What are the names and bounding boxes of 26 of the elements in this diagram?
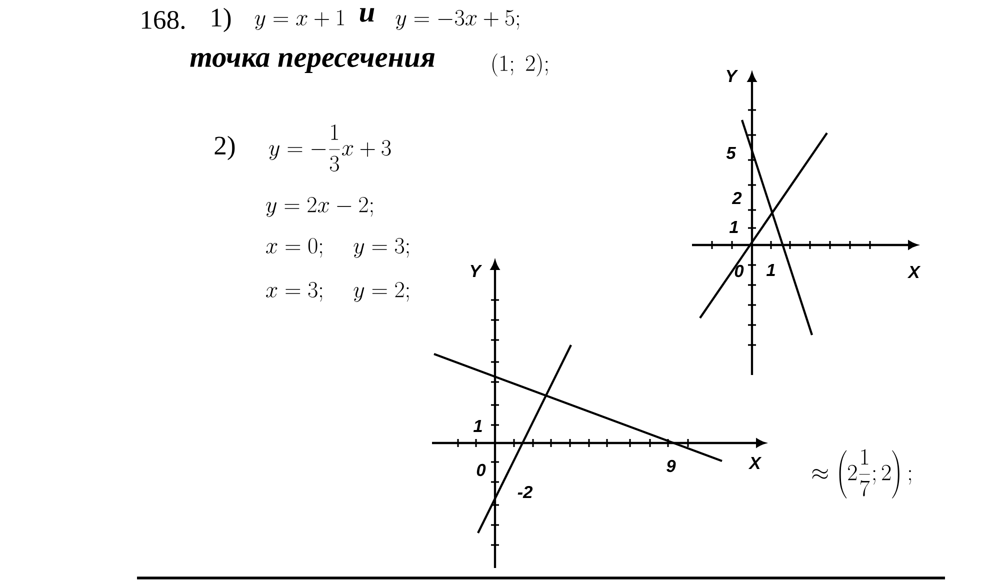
tick-label: 1 — [729, 221, 738, 233]
answer-formula: $\approx\left(2\frac{1}{7};2\right);$ — [812, 449, 911, 498]
equation: $(1;\ 2);$ — [492, 54, 548, 77]
tick-label: 0 — [734, 264, 744, 278]
axis-label: X — [748, 457, 762, 469]
equation: $y=2x-2;$ — [266, 196, 373, 217]
equation: $y=-3x+5;$ — [396, 10, 519, 30]
problem-number: 168. — [142, 10, 185, 30]
tick-label: -2 — [518, 486, 533, 498]
tick-label: 1 — [473, 420, 482, 432]
tick-label: 2 — [732, 192, 742, 204]
handwritten-note: точка пересечения — [190, 52, 435, 74]
axis-label: Y — [726, 70, 738, 82]
axis-label: Y — [470, 265, 482, 277]
tick-label: 9 — [666, 460, 676, 472]
axis-label: X — [907, 266, 921, 278]
item-number: 2) — [214, 136, 235, 160]
handwritten-word: и — [360, 8, 374, 22]
equation: $y=x+1$ — [254, 10, 344, 30]
tick-label: 5 — [726, 146, 736, 160]
equation: $x=3;\quad y=2;$ — [266, 282, 409, 302]
tick-label: 0 — [476, 464, 486, 476]
item-number: 1) — [212, 8, 231, 32]
tick-label: 1 — [766, 264, 775, 276]
equation: $x=0;\quad y=3;$ — [266, 238, 409, 258]
equation: $y=-\frac{1}{3}x+3$ — [269, 124, 391, 172]
